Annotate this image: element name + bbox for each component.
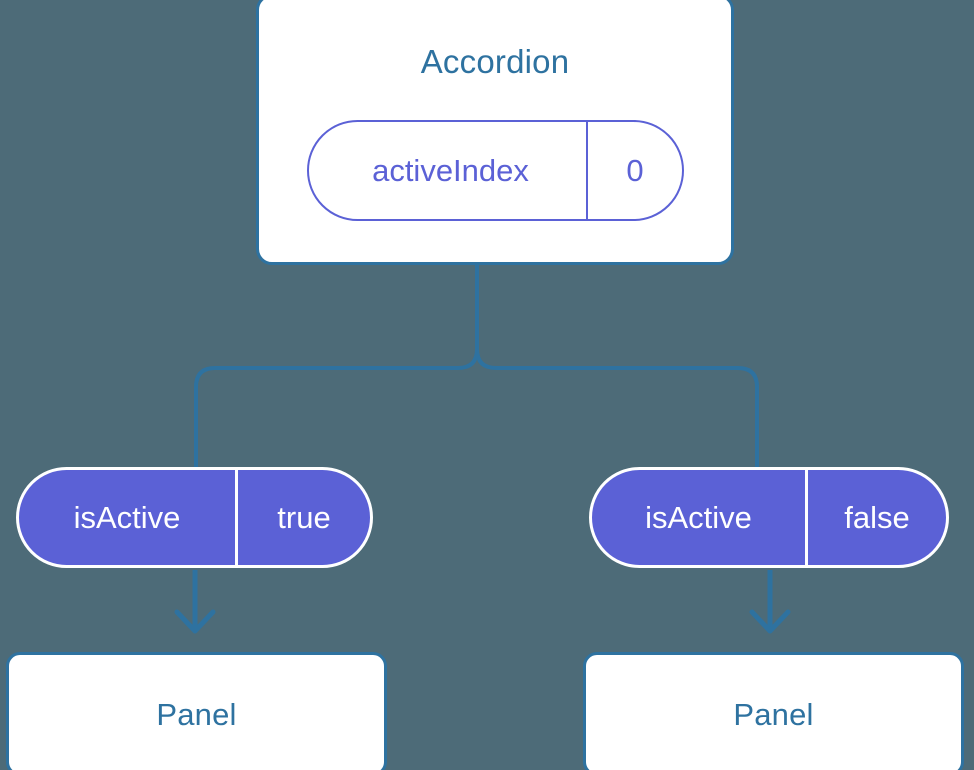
- arrow-down-icon-right: [749, 570, 791, 634]
- prop-chip-isactive-left[interactable]: isActive true: [16, 467, 373, 568]
- arrow-down-icon-left: [174, 570, 216, 634]
- prop-chip-activeindex[interactable]: activeIndex 0: [307, 120, 684, 221]
- prop-chip-isactive-right[interactable]: isActive false: [589, 467, 949, 568]
- tree-connector-path-right: [475, 261, 759, 469]
- node-panel-left[interactable]: Panel: [6, 652, 387, 770]
- prop-chip-key: isActive: [19, 470, 238, 565]
- prop-chip-value: false: [844, 499, 910, 535]
- node-accordion-title: Accordion: [420, 43, 570, 80]
- prop-chip-key: isActive: [592, 470, 808, 565]
- tree-connector-path: [194, 261, 479, 469]
- node-panel-right-title: Panel: [733, 696, 814, 732]
- prop-chip-key: activeIndex: [309, 122, 588, 219]
- prop-chip-value: true: [277, 499, 331, 535]
- node-panel-right[interactable]: Panel: [583, 652, 964, 770]
- node-panel-left-title: Panel: [156, 696, 237, 732]
- prop-chip-value: 0: [626, 152, 644, 188]
